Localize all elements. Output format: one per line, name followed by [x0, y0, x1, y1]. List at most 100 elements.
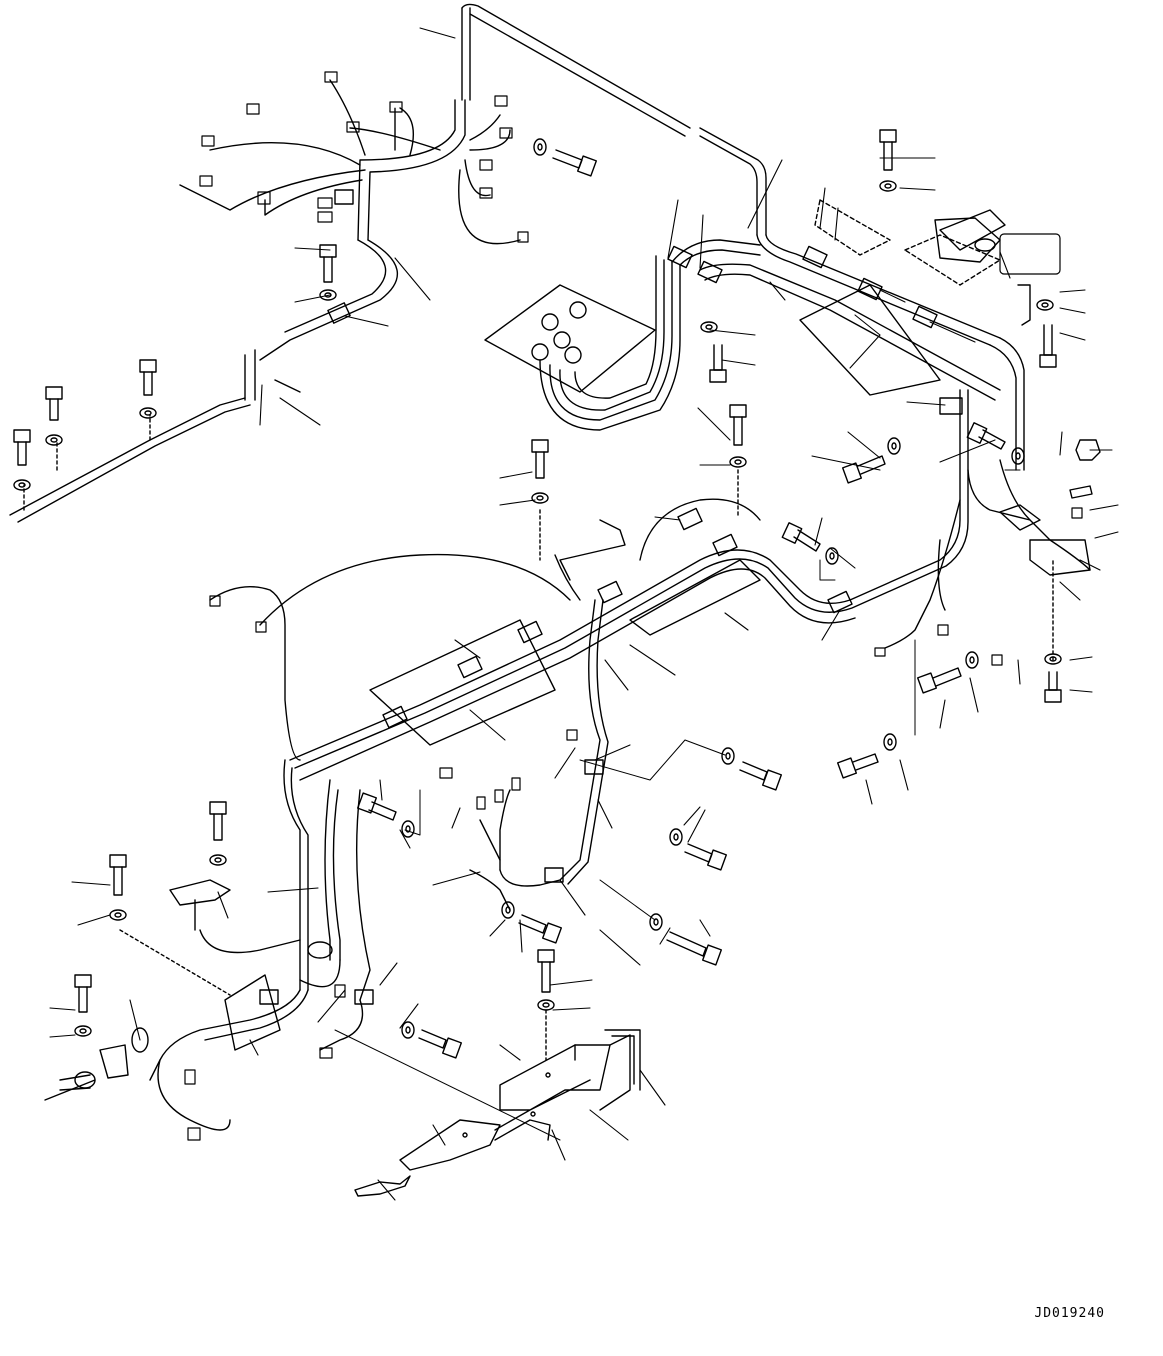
- harness-lower-left: [44, 899, 364, 1131]
- callout-leader-line: [821, 609, 841, 641]
- callout-leader-line: [419, 27, 456, 39]
- callout-leader-line: [629, 644, 676, 676]
- switch-panel: [484, 284, 656, 393]
- callout-leader-line: [906, 401, 946, 406]
- callout-leader-line: [639, 1069, 666, 1106]
- bolt: [319, 244, 337, 283]
- callout-leader-line: [769, 281, 786, 301]
- bolt-angled: [684, 843, 728, 871]
- callout-leader-line: [599, 929, 641, 966]
- callout-leader-line: [1079, 559, 1101, 571]
- callout-leader-line: [597, 799, 613, 829]
- callout-leader-line: [377, 1179, 396, 1201]
- callout-leader-line: [317, 989, 346, 1023]
- callout-leader-line: [697, 407, 731, 441]
- bolt: [879, 129, 897, 171]
- callout-leader-line: [939, 439, 996, 463]
- callout-leader-line: [594, 744, 631, 761]
- callout-leader-line: [1059, 581, 1081, 601]
- callout-leader-line: [549, 979, 593, 986]
- bolt-angled: [356, 792, 397, 821]
- brackets-bottom: [354, 1029, 641, 1197]
- bolt-angled: [552, 149, 598, 177]
- callout-leader-line: [814, 517, 823, 546]
- callout-leader-line: [267, 887, 319, 893]
- bolt: [531, 439, 549, 479]
- callout-leader-line: [399, 829, 411, 849]
- harness-lower-middle: [469, 789, 561, 911]
- callout-leaders: [49, 27, 1119, 1201]
- bolt: [45, 386, 63, 421]
- callout-leader-line: [929, 321, 976, 343]
- callout-leader-line: [1059, 431, 1063, 456]
- callout-leader-line: [687, 809, 706, 843]
- callout-leader-line: [552, 1007, 591, 1011]
- callout-leader-line: [659, 927, 671, 945]
- clamps: [259, 189, 963, 1005]
- callout-leader-line: [709, 329, 756, 336]
- bolts: [13, 129, 1062, 1059]
- callout-leader-line: [249, 1039, 259, 1056]
- callout-leader-line: [589, 1109, 629, 1141]
- callout-leader-line: [999, 251, 1011, 279]
- assembly-lines: [334, 559, 916, 1141]
- callout-leader-line: [432, 1124, 446, 1146]
- callout-leader-line: [969, 677, 979, 713]
- callout-leader-line: [1094, 531, 1119, 539]
- callout-leader-line: [699, 919, 711, 937]
- callout-leader-line: [279, 397, 321, 426]
- callout-leader-line: [865, 779, 873, 805]
- callout-leader-line: [939, 699, 946, 729]
- callout-leader-line: [899, 759, 909, 791]
- callout-leader-line: [399, 1003, 419, 1029]
- bolt: [729, 404, 747, 446]
- callout-leader-line: [217, 891, 229, 919]
- callout-leader-line: [77, 914, 111, 926]
- callout-leader-line: [699, 214, 704, 269]
- callout-leader-line: [499, 1044, 521, 1061]
- harness-right-side: [884, 459, 1091, 649]
- callout-leader-line: [724, 612, 749, 631]
- cover-plates: [224, 284, 941, 1051]
- bolt: [1039, 324, 1057, 368]
- callout-leader-line: [849, 334, 881, 369]
- bolt-angled: [418, 1029, 463, 1059]
- harness-left-sensor-line: [9, 349, 301, 523]
- callout-leader-line: [604, 659, 629, 691]
- callout-leader-line: [499, 471, 533, 479]
- callout-leader-line: [49, 1034, 76, 1038]
- bolt: [209, 801, 227, 841]
- callout-leader-line: [551, 1129, 566, 1161]
- harness-main-trunk: [283, 389, 969, 1001]
- callout-leader-line: [1059, 289, 1086, 293]
- callout-leader-line: [1059, 307, 1086, 314]
- callout-leader-line: [879, 289, 906, 303]
- sensor-box-top-right: [934, 217, 1001, 263]
- bolt-angled: [966, 422, 1006, 450]
- bolt-angled: [781, 522, 821, 552]
- drawing-reference-code: JD019240: [1034, 1306, 1105, 1321]
- bolt: [537, 949, 555, 993]
- right-side-details: [814, 199, 1101, 576]
- bolt-angled: [916, 667, 962, 694]
- harness-connector-branch-upper-left: [179, 79, 521, 361]
- callout-leader-line: [1059, 332, 1086, 341]
- callout-leader-line: [489, 919, 506, 937]
- callout-leader-line: [1089, 504, 1119, 511]
- callout-leader-line: [379, 962, 398, 986]
- callout-leader-line: [1017, 659, 1021, 685]
- bolt: [709, 344, 727, 383]
- callout-leader-line: [667, 199, 679, 259]
- callout-leader-line: [654, 516, 681, 521]
- callout-leader-line: [854, 314, 881, 336]
- callout-leader-line: [259, 384, 263, 426]
- callout-leader-line: [49, 1007, 76, 1011]
- callout-leader-line: [847, 431, 881, 459]
- lower-left-details: [59, 879, 333, 1091]
- callout-leader-line: [721, 359, 756, 366]
- bolt-angled: [836, 753, 879, 779]
- callout-leader-line: [811, 455, 881, 471]
- callout-leader-line: [819, 187, 826, 229]
- callout-leader-line: [454, 639, 481, 659]
